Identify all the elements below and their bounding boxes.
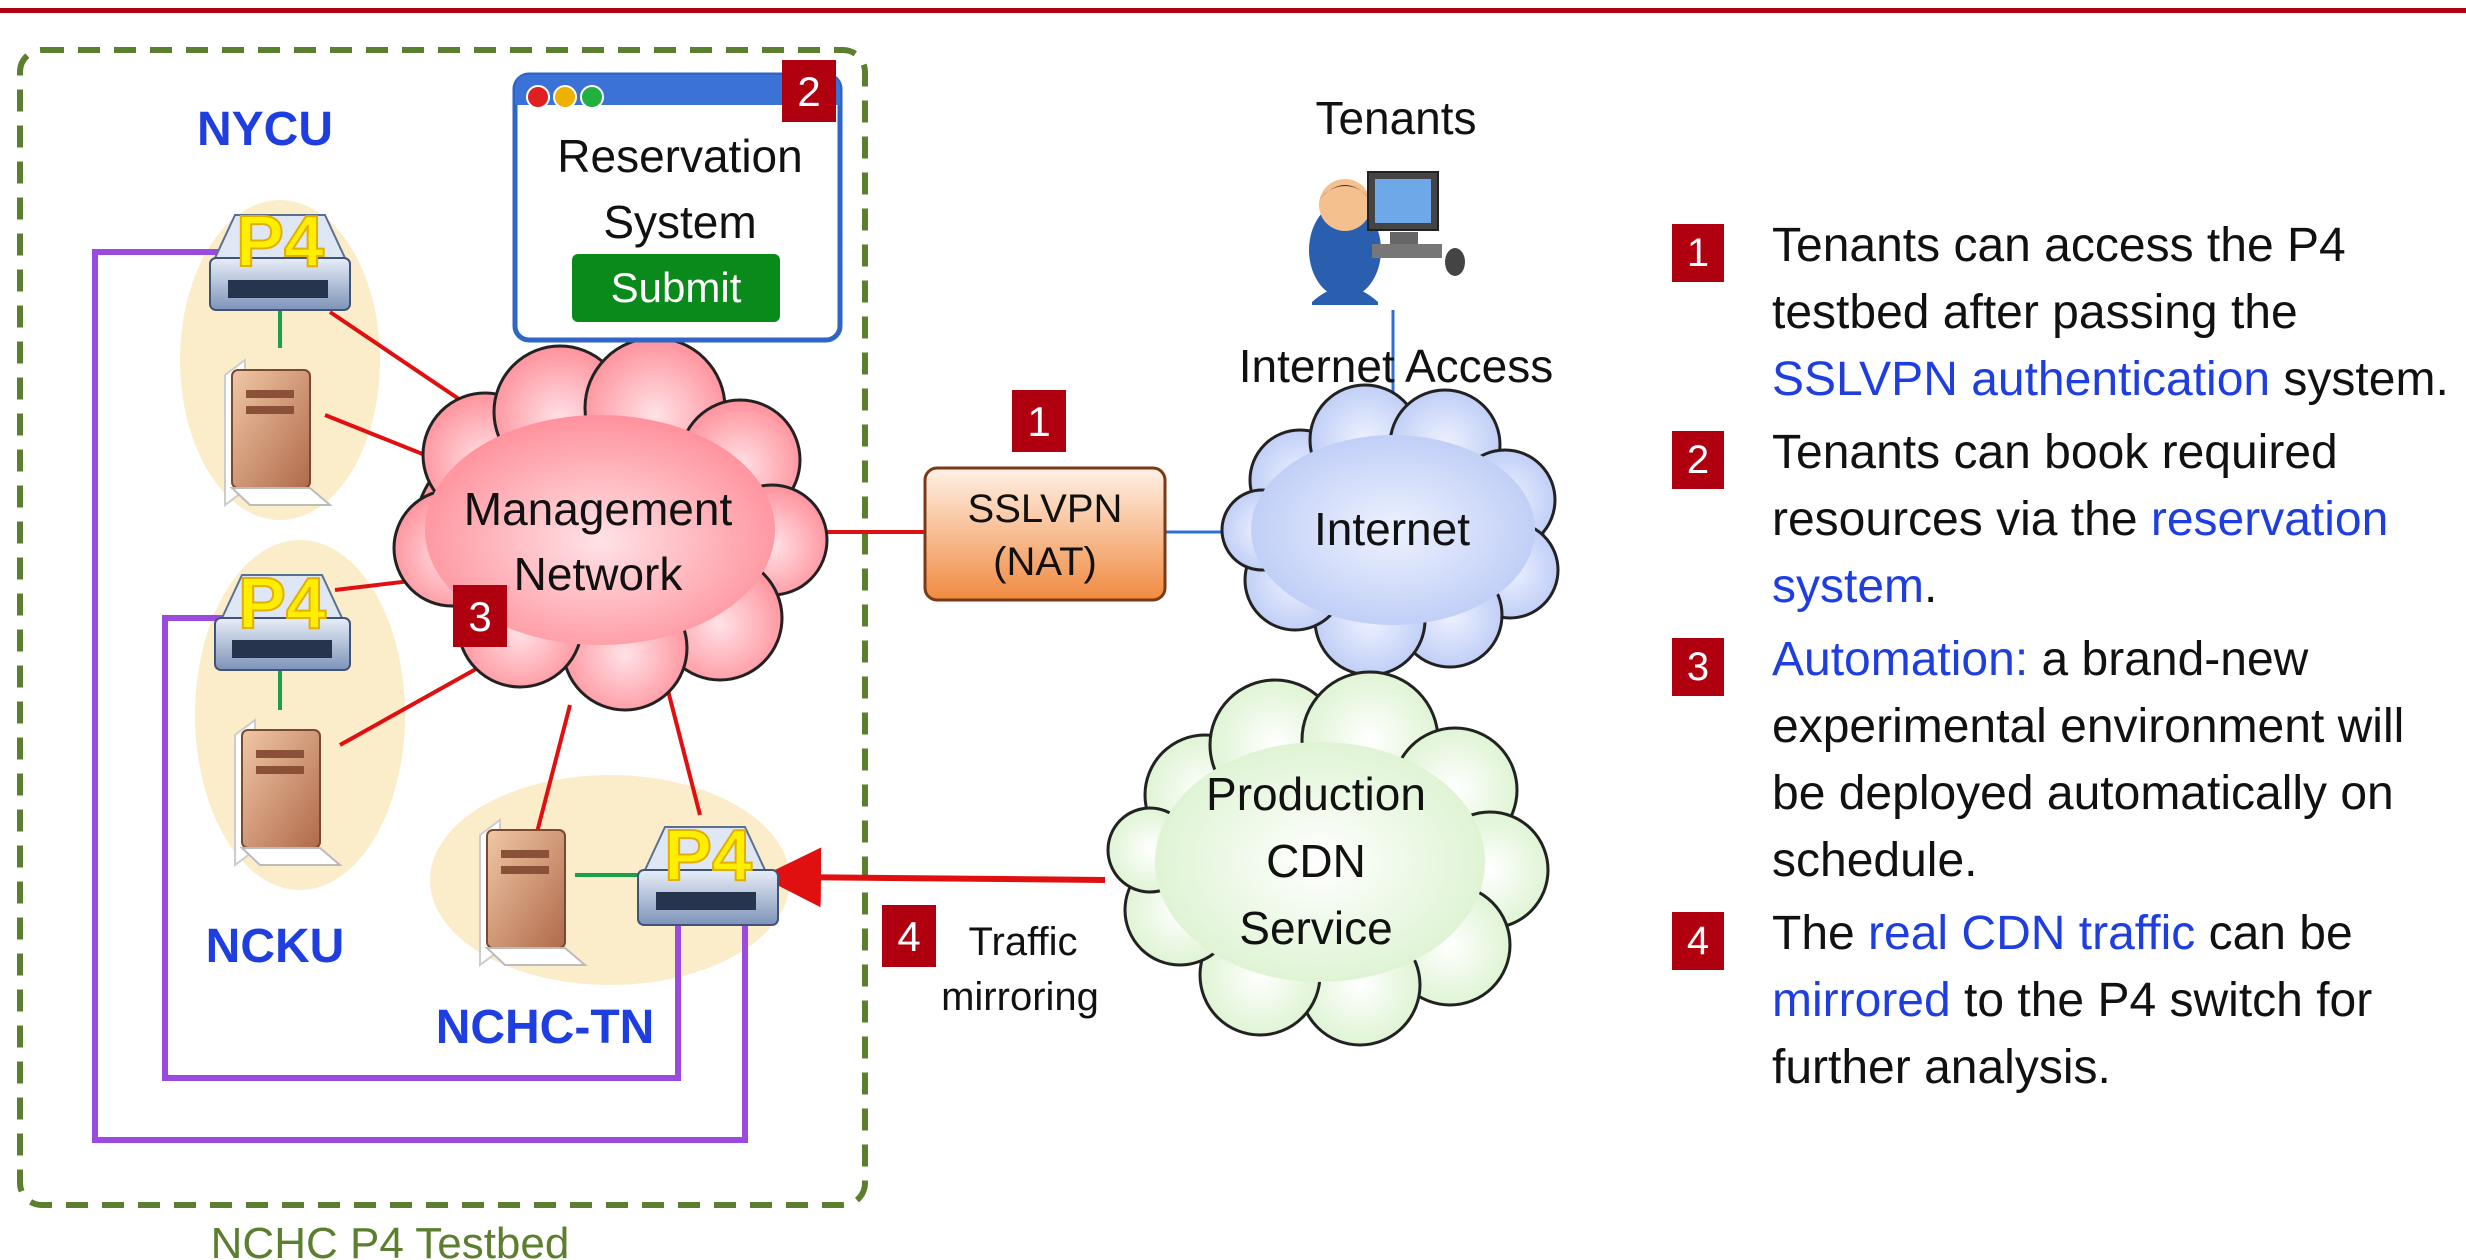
server-icon bbox=[479, 818, 588, 967]
description-text: can be bbox=[2195, 907, 2353, 960]
submit-button[interactable] bbox=[572, 254, 780, 322]
ncku-loop-link bbox=[162, 615, 681, 1081]
cdn-label-line3: Service bbox=[1239, 902, 1392, 954]
p4-switch-icon: P4 bbox=[209, 201, 351, 311]
window-maximize-dot-icon bbox=[580, 85, 604, 109]
internet-label: Internet bbox=[1314, 503, 1470, 555]
switch-server-links bbox=[278, 310, 640, 877]
badge-2: 2 bbox=[782, 60, 836, 122]
sslvpn-gateway: SSLVPN (NAT) bbox=[923, 466, 1167, 602]
traffic-label-line2: mirroring bbox=[941, 975, 1099, 1019]
internet-access-label: Internet Access bbox=[1239, 340, 1554, 392]
testbed-boundary bbox=[17, 47, 868, 1208]
highlighted-text: Automation: bbox=[1772, 633, 2029, 686]
tenant-user-icon bbox=[1309, 171, 1465, 305]
highlighted-text: real CDN traffic bbox=[1868, 907, 2196, 960]
description-text: to the P4 switch for further analysis. bbox=[1772, 974, 2373, 1094]
p4-switch-label: P4 bbox=[238, 564, 326, 644]
site-label-ncku: NCKU bbox=[206, 920, 345, 973]
badge-1: 1 bbox=[1012, 390, 1066, 452]
description-text: a brand-new experimental environment wil… bbox=[1772, 633, 2405, 887]
p4-switch-label: P4 bbox=[236, 202, 324, 282]
svg-text:2: 2 bbox=[797, 68, 820, 115]
description-badge: 1 bbox=[1672, 224, 1724, 282]
top-rule bbox=[0, 8, 2466, 13]
badge-3: 3 bbox=[453, 585, 507, 647]
testbed-label: NCHC P4 Testbed bbox=[211, 1219, 570, 1260]
window-minimize-dot-icon bbox=[553, 85, 577, 109]
p4-switch-label: P4 bbox=[664, 816, 752, 896]
description-text: Tenants can book required resources via … bbox=[1772, 426, 2338, 546]
description-text: . bbox=[1924, 560, 1938, 613]
reservation-title-line1: Reservation bbox=[557, 130, 802, 182]
description-text: The bbox=[1772, 907, 1869, 960]
description-item: 4 The real CDN traffic can be mirrored to… bbox=[1672, 900, 2462, 1101]
description-text: Tenants can access the P4 testbed after … bbox=[1772, 219, 2346, 339]
description-item: 1 Tenants can access the P4 testbed after… bbox=[1672, 212, 2462, 413]
cdn-label-line1: Production bbox=[1206, 768, 1426, 820]
management-network-cloud: Management Network bbox=[392, 336, 829, 712]
description-item: 3 Automation: a brand-new experimental en… bbox=[1672, 626, 2462, 894]
highlighted-text: reservation system bbox=[1772, 493, 2389, 613]
nycu-loop-link bbox=[92, 249, 748, 1143]
sslvpn-label-line2: (NAT) bbox=[993, 540, 1097, 584]
management-label-line1: Management bbox=[464, 483, 733, 535]
internet-cloud: Internet bbox=[1220, 383, 1560, 677]
window-close-dot-icon bbox=[526, 85, 550, 109]
description-item: 2 Tenants can book required resources via… bbox=[1672, 419, 2462, 620]
highlighted-text: SSLVPN authentication bbox=[1772, 353, 2271, 406]
management-label-line2: Network bbox=[514, 548, 684, 600]
tenants-label: Tenants bbox=[1315, 92, 1476, 144]
description-badge: 2 bbox=[1672, 431, 1724, 489]
server-icon bbox=[234, 718, 343, 867]
description-text: system. bbox=[2270, 353, 2449, 406]
badge-4: 4 bbox=[882, 905, 936, 967]
svg-text:3: 3 bbox=[468, 593, 491, 640]
svg-text:4: 4 bbox=[897, 913, 920, 960]
p4-switch-icon: P4 bbox=[214, 563, 351, 671]
description-list: 1 Tenants can access the P4 testbed after… bbox=[1672, 212, 2462, 1107]
svg-text:1: 1 bbox=[1027, 398, 1050, 445]
reservation-system-window: Reservation System Submit bbox=[512, 72, 843, 343]
cdn-label-line2: CDN bbox=[1266, 835, 1366, 887]
sslvpn-label-line1: SSLVPN bbox=[968, 487, 1123, 531]
description-badge: 3 bbox=[1672, 638, 1724, 696]
traffic-mirroring-arrow bbox=[761, 847, 1106, 908]
site-label-nycu: NYCU bbox=[197, 103, 333, 156]
description-badge: 4 bbox=[1672, 912, 1724, 970]
highlighted-text: mirrored bbox=[1772, 974, 1951, 1027]
reservation-title-line2: System bbox=[603, 196, 756, 248]
cdn-cloud: Production CDN Service bbox=[1106, 670, 1550, 1047]
p4-switch-icon: P4 bbox=[637, 815, 779, 926]
site-label-nchc-tn: NCHC-TN bbox=[436, 1001, 655, 1054]
submit-button-label: Submit bbox=[611, 264, 742, 311]
traffic-label-line1: Traffic bbox=[969, 920, 1078, 964]
server-icon bbox=[224, 358, 333, 507]
